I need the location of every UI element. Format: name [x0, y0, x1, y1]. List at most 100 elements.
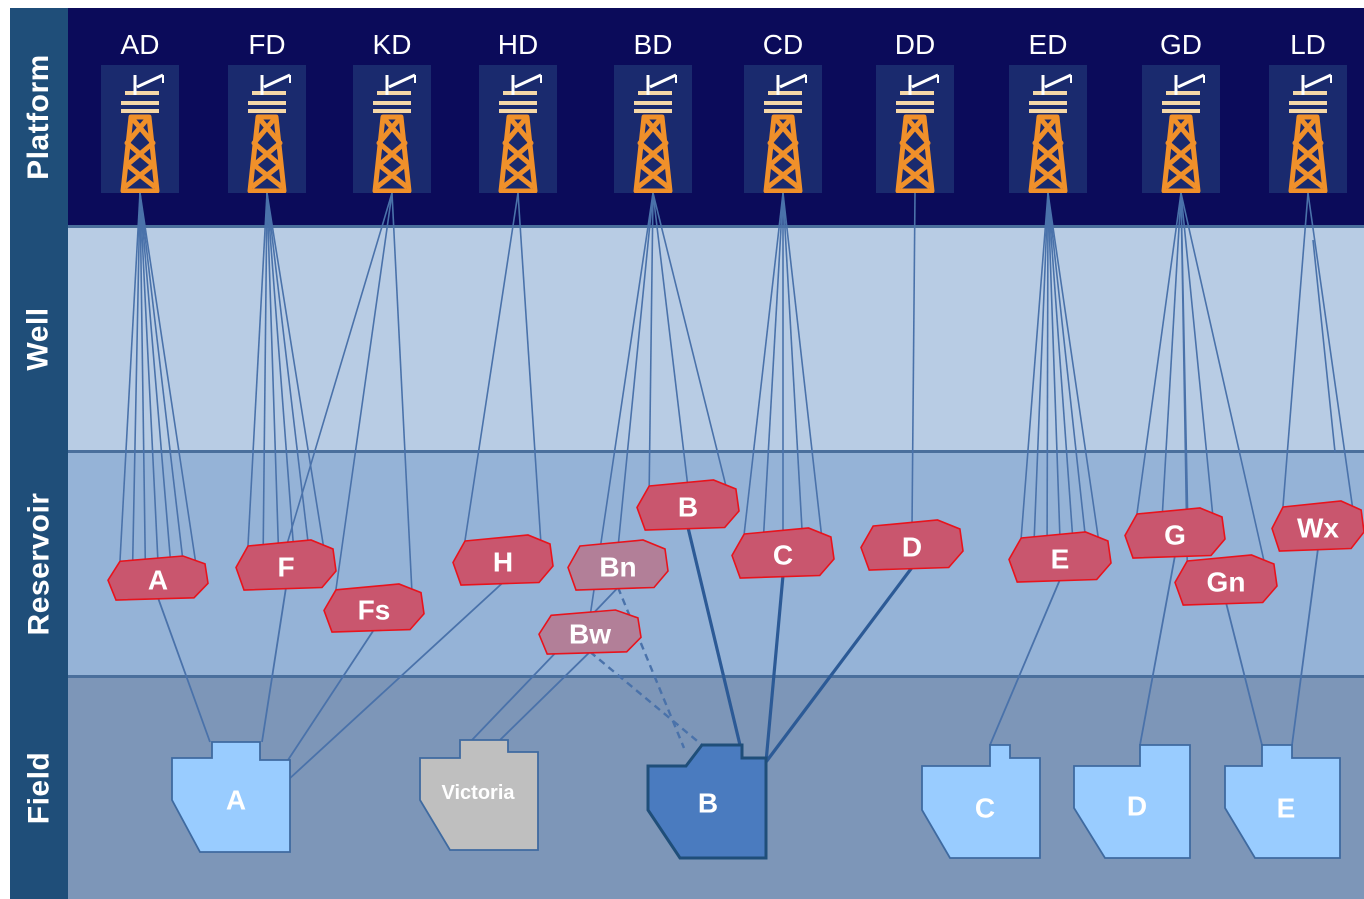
field-label-b: B [698, 788, 718, 819]
field-shape-victoria [419, 739, 539, 851]
well-line-bd-b-3 [652, 192, 728, 490]
well-line-ed-e-6 [1047, 192, 1087, 541]
well-line-kd-fs-1 [335, 192, 393, 590]
well-line-gd-gn-1 [1180, 192, 1188, 561]
reservoir-shape-f [235, 539, 337, 591]
row-label-reservoir: Reservoir [10, 451, 68, 676]
well-line-cd-c-4 [782, 192, 804, 537]
field-shape-a [171, 741, 291, 853]
reservoir-label-gn: Gn [1207, 567, 1246, 598]
well-line-fd-f-3 [266, 192, 280, 548]
well-line-fd-f-2 [262, 192, 268, 547]
well-line-ld-wx-1 [1282, 192, 1309, 507]
link-a-to-a-solid [157, 597, 211, 743]
reservoir-label-d: D [902, 532, 922, 563]
well-line-hd-h-2 [517, 192, 542, 545]
platform-rig-icon-cd [744, 65, 822, 193]
platform-rig-icon-ed [1009, 65, 1087, 193]
well-line-gd-g-2 [1161, 192, 1182, 515]
well-line-gd-g-4 [1180, 192, 1214, 518]
reservoir-shape-wx [1271, 500, 1364, 552]
reservoir-shape-h [452, 534, 554, 586]
well-line-gd-g-1 [1136, 192, 1182, 514]
well-line-ed-e-7 [1047, 192, 1100, 542]
well-line-ad-a-1 [119, 192, 141, 561]
reservoir-label-a: A [148, 565, 168, 596]
reservoir-shape-d [860, 519, 964, 571]
platform-rig-icon-gd [1142, 65, 1220, 193]
link-c-to-b-thick [764, 575, 785, 763]
link-bw-to-victoria-solid [499, 651, 591, 741]
reservoir-shape-g [1124, 507, 1226, 559]
well-line-ad-a-6 [139, 192, 185, 564]
field-shape-c [921, 744, 1041, 859]
link-fs-to-a-solid [287, 629, 375, 761]
well-line-fd-f-4 [266, 192, 295, 548]
reservoir-label-wx: Wx [1297, 513, 1339, 544]
platform-label-ld: LD [1290, 29, 1326, 60]
link-bn-to-victoria-solid [471, 586, 619, 741]
well-line-kd-fs-2 [391, 192, 413, 594]
reservoir-label-e: E [1051, 544, 1070, 575]
platform-label-dd: DD [895, 29, 935, 60]
platform-rig-icon-bd [614, 65, 692, 193]
field-label-c: C [975, 793, 995, 824]
row-label-well: Well [10, 226, 68, 451]
reservoir-label-b: B [678, 492, 698, 523]
platform-label-bd: BD [634, 29, 673, 60]
well-line-ad-a-4 [139, 192, 159, 563]
platform-label-ad: AD [121, 29, 160, 60]
link-g-to-d-solid [1139, 555, 1176, 746]
field-label-d: D [1127, 791, 1147, 822]
well-line-fd-f-1 [247, 192, 268, 546]
well-line-bd-b-2 [652, 192, 689, 488]
well-line-bd-b-1 [648, 192, 654, 486]
reservoir-shape-c [731, 527, 835, 579]
reservoir-label-bn: Bn [599, 552, 636, 583]
well-line-ld-wx-2 [1307, 192, 1354, 511]
field-label-a: A [226, 785, 246, 816]
platform-label-fd: FD [248, 29, 285, 60]
well-line-bd-bn-1 [617, 192, 654, 548]
well-line-fd-f-6 [266, 192, 325, 550]
well-line-ed-e-3 [1046, 192, 1049, 539]
link-h-to-a-solid [287, 581, 504, 781]
platform-label-gd: GD [1160, 29, 1202, 60]
link-gn-to-e-solid [1225, 602, 1263, 746]
field-label-victoria: Victoria [442, 782, 516, 804]
link-bw-to-b-dashed [589, 650, 703, 746]
well-line-ed-e-2 [1033, 192, 1049, 539]
platform-label-cd: CD [763, 29, 803, 60]
well-line-dd-d-1 [911, 192, 916, 528]
platform-label-kd: KD [373, 29, 412, 60]
well-line-ad-a-5 [139, 192, 172, 564]
well-line-kd-f-1 [285, 192, 393, 548]
row-label-field: Field [10, 676, 68, 899]
platform-rig-icon-ld [1269, 65, 1347, 193]
reservoir-label-bw: Bw [569, 619, 611, 650]
divider-field [68, 675, 1364, 678]
reservoir-label-c: C [773, 540, 793, 571]
field-shape-b [646, 743, 768, 860]
well-line-hd-h-1 [464, 192, 519, 541]
platform-rig-icon-hd [479, 65, 557, 193]
reservoir-label-h: H [493, 547, 513, 578]
reservoir-label-g: G [1164, 520, 1186, 551]
well-line-ed-e-1 [1020, 192, 1049, 538]
link-b-to-b-thick [686, 527, 742, 746]
reservoir-shape-bn [567, 539, 669, 591]
link-f-to-a-solid [261, 587, 287, 743]
reservoir-shape-gn [1174, 554, 1278, 606]
well-line-ad-a-2 [131, 192, 141, 562]
well-line-cd-c-2 [762, 192, 784, 535]
well-line-gd-gn-2 [1180, 192, 1266, 565]
link-bn-to-b-dashed [616, 587, 686, 749]
link-wx-to-e-solid [1291, 548, 1319, 746]
well-line-ad-a-7 [139, 192, 197, 565]
well-line-ed-e-4 [1047, 192, 1061, 540]
field-label-e: E [1277, 793, 1296, 824]
platform-rig-icon-fd [228, 65, 306, 193]
platform-rig-icon-ad [101, 65, 179, 193]
reservoir-shape-a [107, 555, 209, 601]
